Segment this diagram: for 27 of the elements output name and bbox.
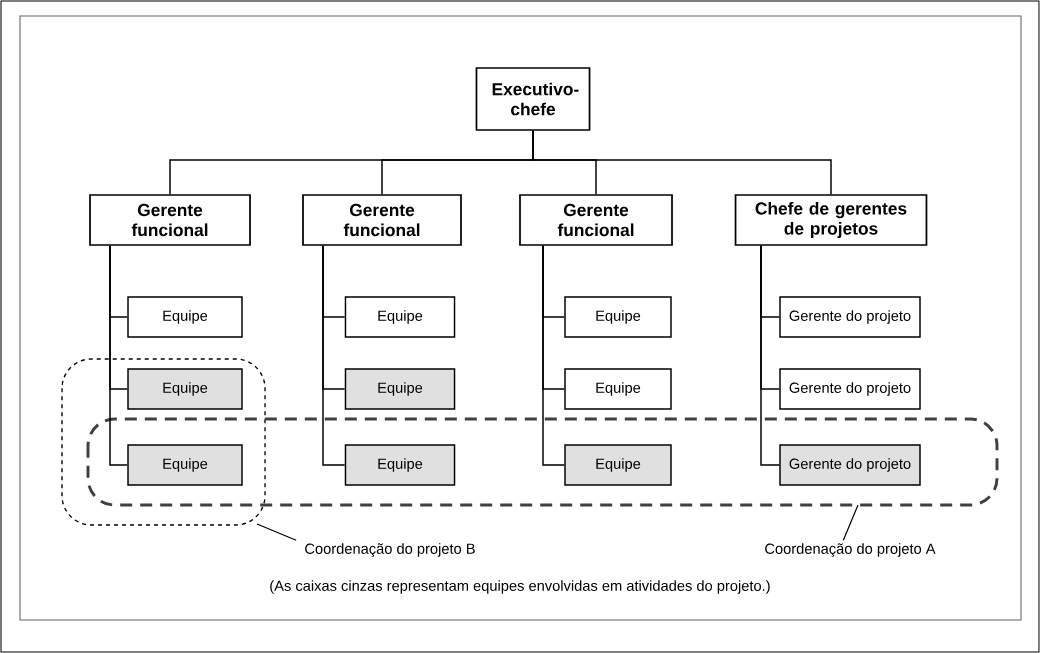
connector-line bbox=[109, 245, 128, 466]
executive-box: Executivo-chefe bbox=[475, 67, 591, 131]
manager-box: Gerente funcional bbox=[302, 194, 462, 246]
team-box: Equipe bbox=[344, 296, 456, 338]
team-box: Equipe bbox=[344, 368, 456, 410]
team-box: Gerente do projeto bbox=[779, 444, 921, 486]
connector-line bbox=[322, 245, 346, 466]
team-box: Gerente do projeto bbox=[779, 368, 921, 410]
manager-box: Gerente funcional bbox=[519, 194, 673, 246]
team-box: Equipe bbox=[127, 296, 243, 338]
leader-line bbox=[842, 504, 859, 541]
team-box: Gerente do projeto bbox=[779, 296, 921, 338]
team-box: Equipe bbox=[127, 444, 243, 486]
team-box: Equipe bbox=[564, 368, 672, 410]
connector-line bbox=[532, 130, 832, 195]
team-box: Equipe bbox=[564, 296, 672, 338]
team-box: Equipe bbox=[344, 444, 456, 486]
connector-line bbox=[542, 245, 565, 466]
annotation-text: Coordenação do projeto B bbox=[305, 543, 475, 557]
team-box: Equipe bbox=[127, 368, 243, 410]
manager-box: Chefe de gerentes de projetos bbox=[734, 194, 928, 246]
leader-line bbox=[256, 523, 297, 541]
manager-box: Gerente funcional bbox=[89, 194, 251, 246]
annotation-text: Coordenação do projeto A bbox=[765, 543, 936, 557]
team-box: Equipe bbox=[564, 444, 672, 486]
caption: (As caixas cinzas representam equipes envolvidas em atividades do projeto.) bbox=[270, 580, 770, 594]
connector-line bbox=[760, 245, 780, 466]
